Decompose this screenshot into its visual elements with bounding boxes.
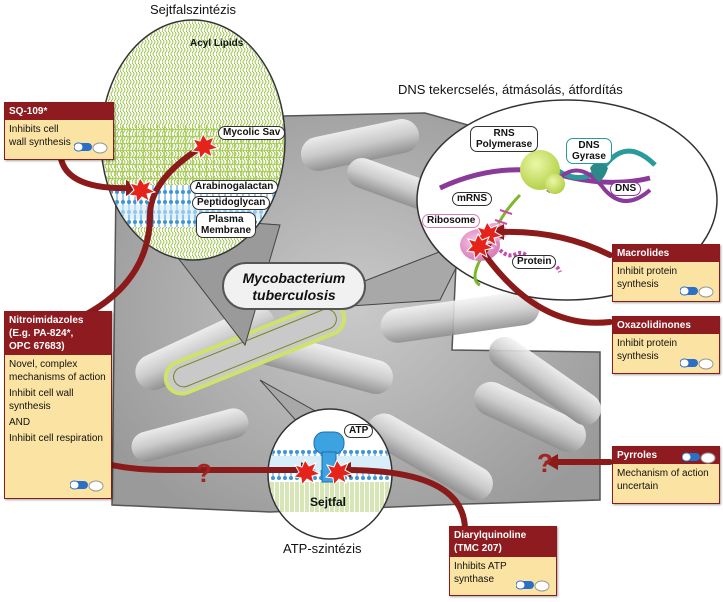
drug-name-nitroimidazoles: Nitroimidazoles (E.g. PA-824*, OPC 67683… <box>5 312 111 355</box>
label-rns-line2: Polymerase <box>476 139 533 150</box>
organism-line2: tuberculosis <box>252 287 336 303</box>
arrow-oxazolidinones <box>482 252 613 326</box>
drug-desc-nitro-3: AND <box>9 417 31 428</box>
pill-icon-oxazolidinones <box>680 358 714 370</box>
burst-atp-left <box>292 458 322 487</box>
unknown-mark-atp: ? <box>196 458 212 488</box>
label-acyl-lipids: Acyl Lipids <box>190 38 244 49</box>
burst-atp-right <box>324 458 354 487</box>
drug-name-sq109: SQ-109* <box>5 103 113 120</box>
label-plasma-membrane: Plasma Membrane <box>196 212 257 238</box>
drug-desc-pyrroles: Mechanism of action uncertain <box>617 468 709 492</box>
label-sejtfal: Sejtfal <box>310 495 347 509</box>
arrow-macrolides <box>497 228 613 258</box>
drug-desc-sq109: Inhibits cell wall synthesis <box>9 124 71 148</box>
pill-icon-macrolides <box>680 286 714 298</box>
label-protein: Protein <box>512 255 557 269</box>
label-dns: DNS <box>610 182 642 196</box>
drug-name-nitro-line1: Nitroimidazoles <box>9 315 84 326</box>
organism-line1: Mycobacterium <box>242 270 346 286</box>
label-dns-gyrase-line1: DNS <box>578 140 600 151</box>
heading-dna: DNS tekercselés, átmásolás, átfordítás <box>398 82 623 97</box>
label-plasma-line2: Membrane <box>201 225 252 236</box>
heading-atp: ATP-szintézis <box>283 541 362 556</box>
pill-icon-pyrroles <box>682 452 716 464</box>
heading-cell-wall-synthesis: Sejtfalszintézis <box>150 2 236 17</box>
drug-desc-diarylquinoline: Inhibits ATP synthase <box>454 561 507 585</box>
label-mrns: mRNS <box>452 192 493 206</box>
highlighted-bacillus-inner <box>173 308 337 388</box>
unknown-mark-pyrroles: ? <box>537 448 553 478</box>
label-plasma-line1: Plasma <box>208 214 244 225</box>
drug-name-diarylquinoline: Diarylquinoline (TMC 207) <box>450 527 556 557</box>
drug-desc-macrolides: Inhibit protein synthesis <box>617 266 678 290</box>
pill-icon-sq109 <box>74 142 108 154</box>
drug-name-diaryl-line2: (TMC 207) <box>454 543 502 554</box>
atp-synthase <box>313 431 345 455</box>
inhibition-bursts <box>127 132 504 487</box>
drug-name-nitro-line2: (E.g. PA-824*, <box>9 328 74 339</box>
drug-desc-nitro-1: Novel, complex mechanisms of action <box>9 359 106 383</box>
drug-name-diaryl-line1: Diarylquinoline <box>454 530 527 541</box>
burst-sq109 <box>127 176 157 205</box>
pill-icon-nitro <box>70 480 104 492</box>
label-peptidoglycan: Peptidoglycan <box>192 196 271 210</box>
drug-desc-nitro-2: Inhibit cell wall synthesis <box>9 388 74 412</box>
drug-name-nitro-line3: OPC 67683) <box>9 341 65 352</box>
drug-box-nitroimidazoles: Nitroimidazoles (E.g. PA-824*, OPC 67683… <box>4 311 112 499</box>
burst-ribosome-2 <box>465 232 495 261</box>
label-mycolic: Mycolic Sav <box>218 126 286 140</box>
drug-desc-nitro-4: Inhibit cell respiration <box>9 433 103 444</box>
highlighted-bacillus <box>163 300 347 396</box>
drug-desc-oxazolidinones: Inhibit protein synthesis <box>617 338 678 362</box>
protein-chain <box>498 248 562 273</box>
dns-gyrase <box>590 162 608 182</box>
burst-mycolic <box>190 132 220 161</box>
label-atp: ATP <box>344 424 374 438</box>
drug-name-macrolides: Macrolides <box>613 245 719 262</box>
label-rns-polymerase: RNS Polymerase <box>470 126 539 152</box>
drug-name-oxazolidinones: Oxazolidinones <box>613 317 719 334</box>
organism-label: Mycobacterium tuberculosis <box>222 262 366 310</box>
drug-box-sq109: SQ-109* Inhibits cell wall synthesis <box>4 102 114 160</box>
burst-ribosome <box>474 220 504 249</box>
arrow-nitro-cellwall <box>82 145 203 318</box>
label-arabinogalactan: Arabinogalactan <box>190 180 279 194</box>
label-dns-gyrase: DNS Gyrase <box>566 138 612 164</box>
label-ribosome: Ribosome <box>422 214 481 228</box>
label-rns-line1: RNS <box>493 128 515 139</box>
drug-box-diarylquinoline: Diarylquinoline (TMC 207) Inhibits ATP s… <box>449 526 557 596</box>
pill-icon-diarylquinoline <box>516 580 550 592</box>
label-dns-gyrase-line2: Gyrase <box>572 151 606 162</box>
arrow-diarylquinoline <box>342 467 468 533</box>
